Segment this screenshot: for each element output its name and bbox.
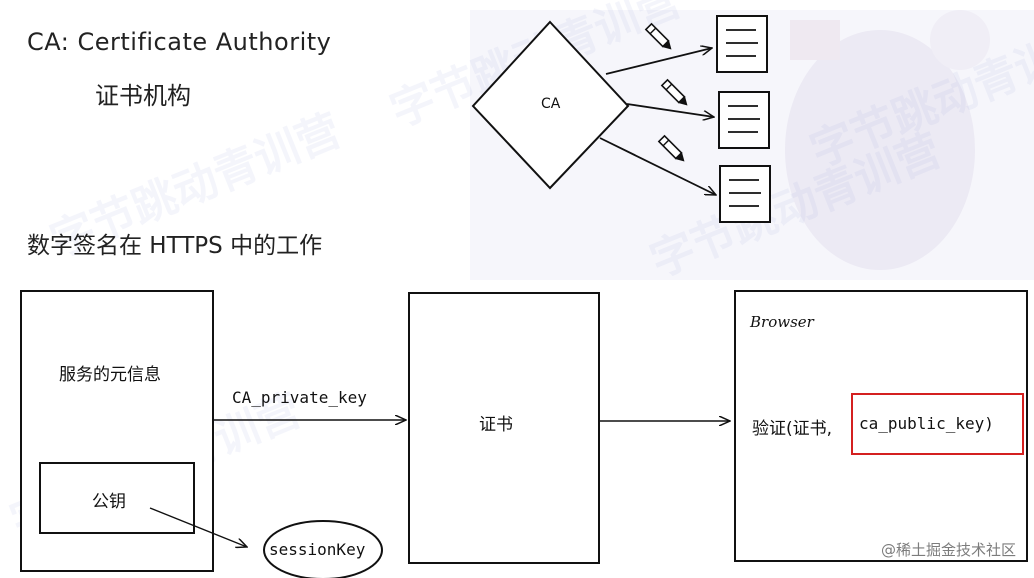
session-key-label: sessionKey	[269, 540, 366, 559]
ca-label: CA	[541, 96, 561, 112]
session-key-ellipse	[263, 520, 383, 578]
verify-prefix: 验证(证书,	[752, 419, 833, 439]
public-key-box	[39, 462, 195, 534]
pen-icon	[660, 78, 688, 106]
arrow-to-doc-1	[605, 48, 712, 75]
certificate-doc-3-icon	[719, 165, 771, 223]
pen-icon	[644, 22, 672, 50]
ca-public-key-highlight	[851, 393, 1024, 455]
page-title-cn: 证书机构	[95, 82, 191, 110]
server-meta-label: 服务的元信息	[59, 365, 161, 385]
public-key-label: 公钥	[92, 492, 126, 512]
page-title: CA: Certificate Authority	[27, 28, 332, 56]
ca-private-key-label: CA_private_key	[232, 388, 367, 407]
certificate-doc-1-icon	[716, 15, 768, 73]
arrow-to-doc-3	[599, 137, 716, 196]
ca-diamond	[471, 20, 630, 190]
ca-public-key-label: ca_public_key)	[859, 414, 994, 433]
certificate-box	[408, 292, 600, 564]
browser-title: Browser	[750, 313, 814, 331]
attribution: @稀土掘金技术社区	[880, 541, 1016, 559]
arrow-to-doc-2	[626, 103, 714, 117]
certificate-doc-2-icon	[718, 91, 770, 149]
certificate-label: 证书	[479, 415, 513, 435]
section-subtitle: 数字签名在 HTTPS 中的工作	[27, 233, 323, 259]
arrow-public-to-session	[149, 507, 247, 547]
pen-icon	[657, 134, 685, 162]
